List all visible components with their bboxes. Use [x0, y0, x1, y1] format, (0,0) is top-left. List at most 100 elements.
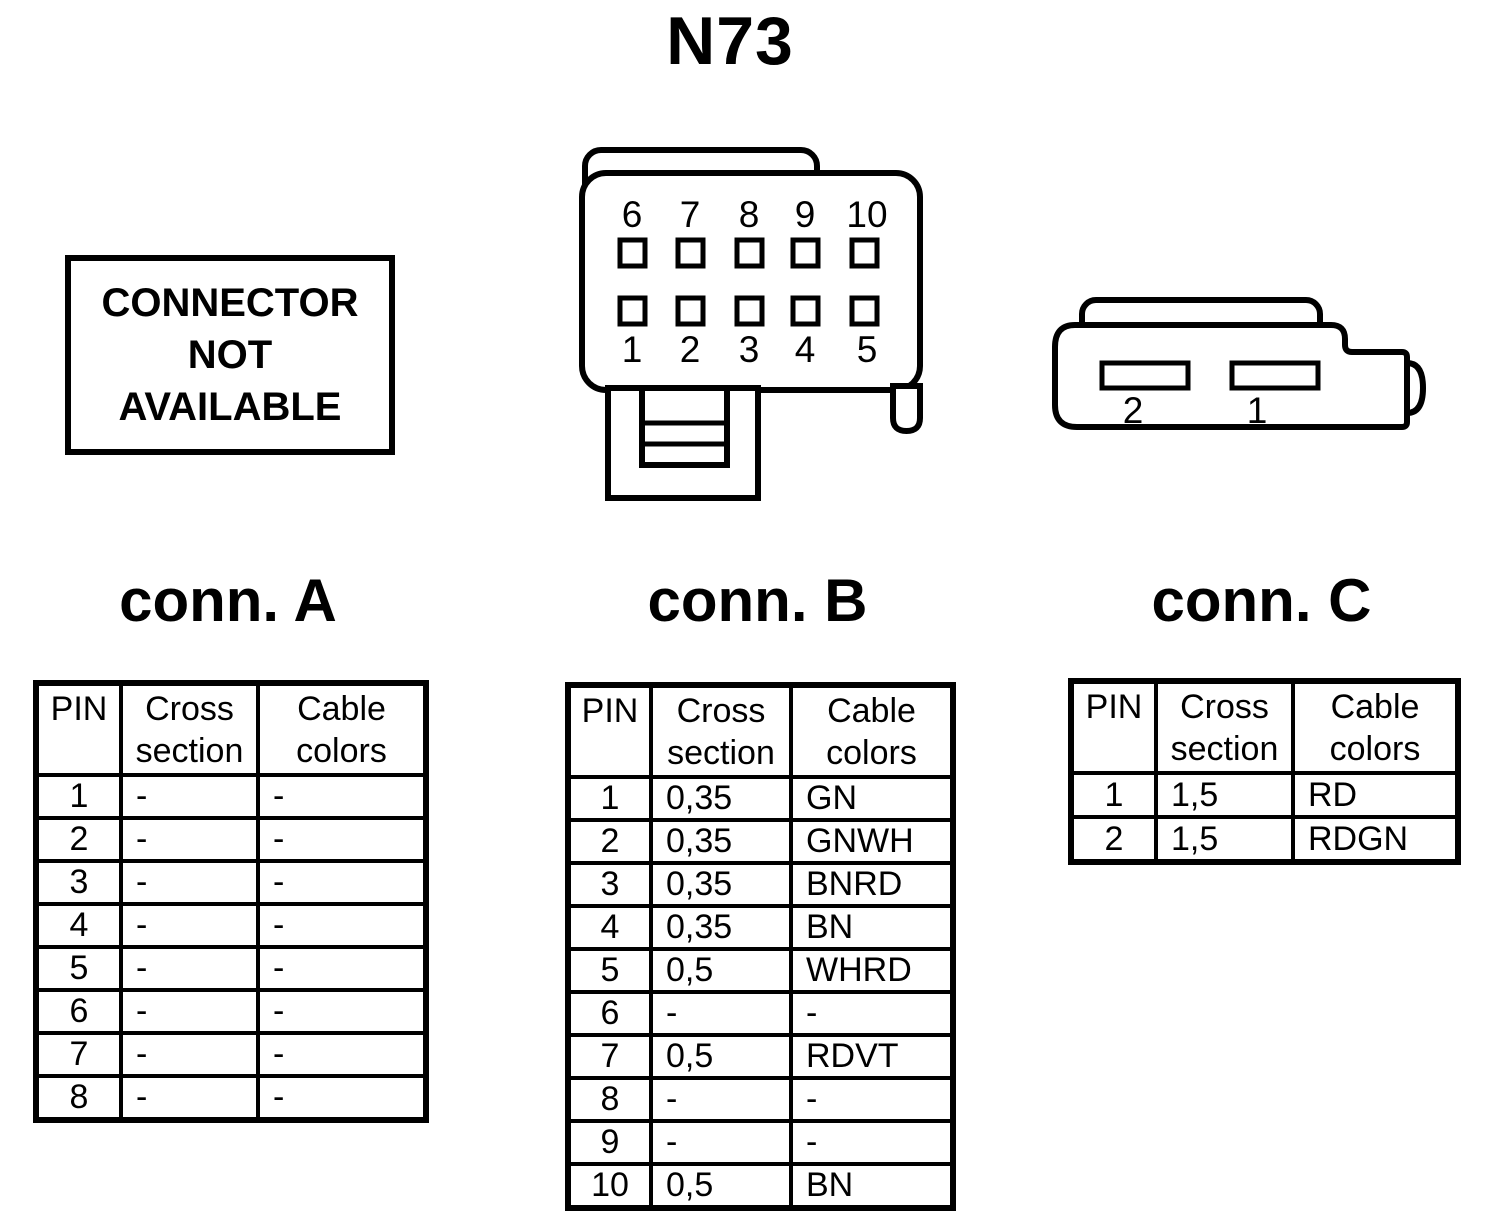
cable-color-cell: WHRD	[789, 947, 955, 994]
section-title-conn-c: conn. C	[1151, 567, 1372, 634]
table-row: 6--	[566, 990, 955, 1037]
cross-section-cell: -	[119, 1074, 260, 1122]
pin-cell: 5	[34, 945, 123, 992]
pin-cell: 2	[34, 816, 123, 863]
pin-cell: 7	[34, 1031, 123, 1078]
cable-color-cell: RDVT	[789, 1033, 955, 1080]
pin-label-3: 3	[739, 329, 760, 370]
cross-section-cell: -	[649, 1076, 793, 1123]
pin-cell: 4	[34, 902, 123, 949]
pin-label-10: 10	[846, 194, 887, 235]
pin-label-5: 5	[857, 329, 878, 370]
pin-cell: 3	[34, 859, 123, 906]
page-title: N73	[666, 3, 794, 79]
pin-cell: 1	[34, 773, 123, 820]
pin-label-4: 4	[795, 329, 816, 370]
pin-label-8: 8	[739, 194, 760, 235]
header-pin: PIN	[1069, 679, 1158, 775]
pin-square-3	[734, 295, 765, 327]
pin-cell: 1	[566, 775, 653, 822]
header-cable-colors: Cable colors	[789, 683, 955, 779]
cable-color-cell: -	[789, 1119, 955, 1166]
cable-color-cell: -	[256, 945, 428, 992]
pin-slot-1	[1229, 360, 1321, 391]
cable-color-cell: -	[256, 1074, 428, 1122]
section-title-conn-b: conn. B	[647, 567, 868, 634]
pin-label-9: 9	[795, 194, 816, 235]
pin-square-9	[790, 237, 821, 269]
cable-color-cell: RDGN	[1291, 815, 1460, 864]
pin-cell: 9	[566, 1119, 653, 1166]
header-cross-section: Cross section	[1154, 679, 1295, 775]
header-cross-section: Cross section	[649, 683, 793, 779]
pin-table-conn-a: PIN Cross section Cable colors 1--2--3--…	[33, 680, 429, 1123]
cross-section-cell: -	[649, 1119, 793, 1166]
table-header-row: PIN Cross section Cable colors	[566, 683, 955, 779]
connector-not-available-box: CONNECTOR NOT AVAILABLE	[65, 255, 395, 455]
connector-b-right-leg	[890, 383, 923, 435]
cable-color-cell: GN	[789, 775, 955, 822]
table-row: 8--	[34, 1074, 428, 1122]
cross-section-cell: 0,5	[649, 947, 793, 994]
cable-color-cell: -	[256, 859, 428, 906]
cable-color-cell: GNWH	[789, 818, 955, 865]
table-header-row: PIN Cross section Cable colors	[34, 681, 428, 777]
pin-cell: 3	[566, 861, 653, 908]
table-row: 8--	[566, 1076, 955, 1123]
table-row: 1--	[34, 773, 428, 820]
pin-label-1: 1	[1247, 390, 1268, 431]
pin-label-1: 1	[622, 329, 643, 370]
cross-section-cell: 0,5	[649, 1033, 793, 1080]
pin-cell: 7	[566, 1033, 653, 1080]
header-pin: PIN	[34, 681, 123, 777]
cable-color-cell: BN	[789, 1162, 955, 1210]
connector-c-diagram: 2 1	[1052, 297, 1427, 431]
pin-slot-2	[1099, 360, 1191, 391]
pin-cell: 10	[566, 1162, 653, 1210]
pin-square-2	[675, 295, 706, 327]
cross-section-cell: 0,35	[649, 861, 793, 908]
notice-line-3: AVAILABLE	[118, 385, 342, 429]
pin-square-8	[734, 237, 765, 269]
cross-section-cell: -	[119, 902, 260, 949]
pin-cell: 1	[1069, 771, 1158, 819]
table-row: 7--	[34, 1031, 428, 1078]
pin-cell: 4	[566, 904, 653, 951]
pin-cell: 5	[566, 947, 653, 994]
pin-cell: 2	[1069, 815, 1158, 864]
pin-square-10	[849, 237, 880, 269]
cross-section-cell: 0,35	[649, 818, 793, 865]
cross-section-cell: -	[119, 945, 260, 992]
cross-section-cell: -	[119, 1031, 260, 1078]
cable-color-cell: -	[256, 816, 428, 863]
header-cross-section: Cross section	[119, 681, 260, 777]
cable-color-cell: -	[789, 990, 955, 1037]
table-row: 5--	[34, 945, 428, 992]
pin-label-2: 2	[680, 329, 701, 370]
pin-cell: 6	[34, 988, 123, 1035]
pin-label-6: 6	[622, 194, 643, 235]
pin-label-7: 7	[680, 194, 701, 235]
header-pin: PIN	[566, 683, 653, 779]
cross-section-cell: -	[119, 859, 260, 906]
pin-cell: 2	[566, 818, 653, 865]
cable-color-cell: -	[256, 902, 428, 949]
cross-section-cell: -	[119, 773, 260, 820]
pin-cell: 6	[566, 990, 653, 1037]
connector-b-diagram: 6 7 8 9 10 1 2 3 4 5	[579, 147, 923, 501]
cross-section-cell: 0,35	[649, 904, 793, 951]
section-title-conn-a: conn. A	[119, 567, 337, 634]
cross-section-cell: 0,35	[649, 775, 793, 822]
pin-square-1	[617, 295, 648, 327]
cable-color-cell: -	[789, 1076, 955, 1123]
pin-square-7	[675, 237, 706, 269]
connector-b-latch-inner	[639, 385, 730, 468]
header-cable-colors: Cable colors	[256, 681, 428, 777]
header-cable-colors: Cable colors	[1291, 679, 1460, 775]
